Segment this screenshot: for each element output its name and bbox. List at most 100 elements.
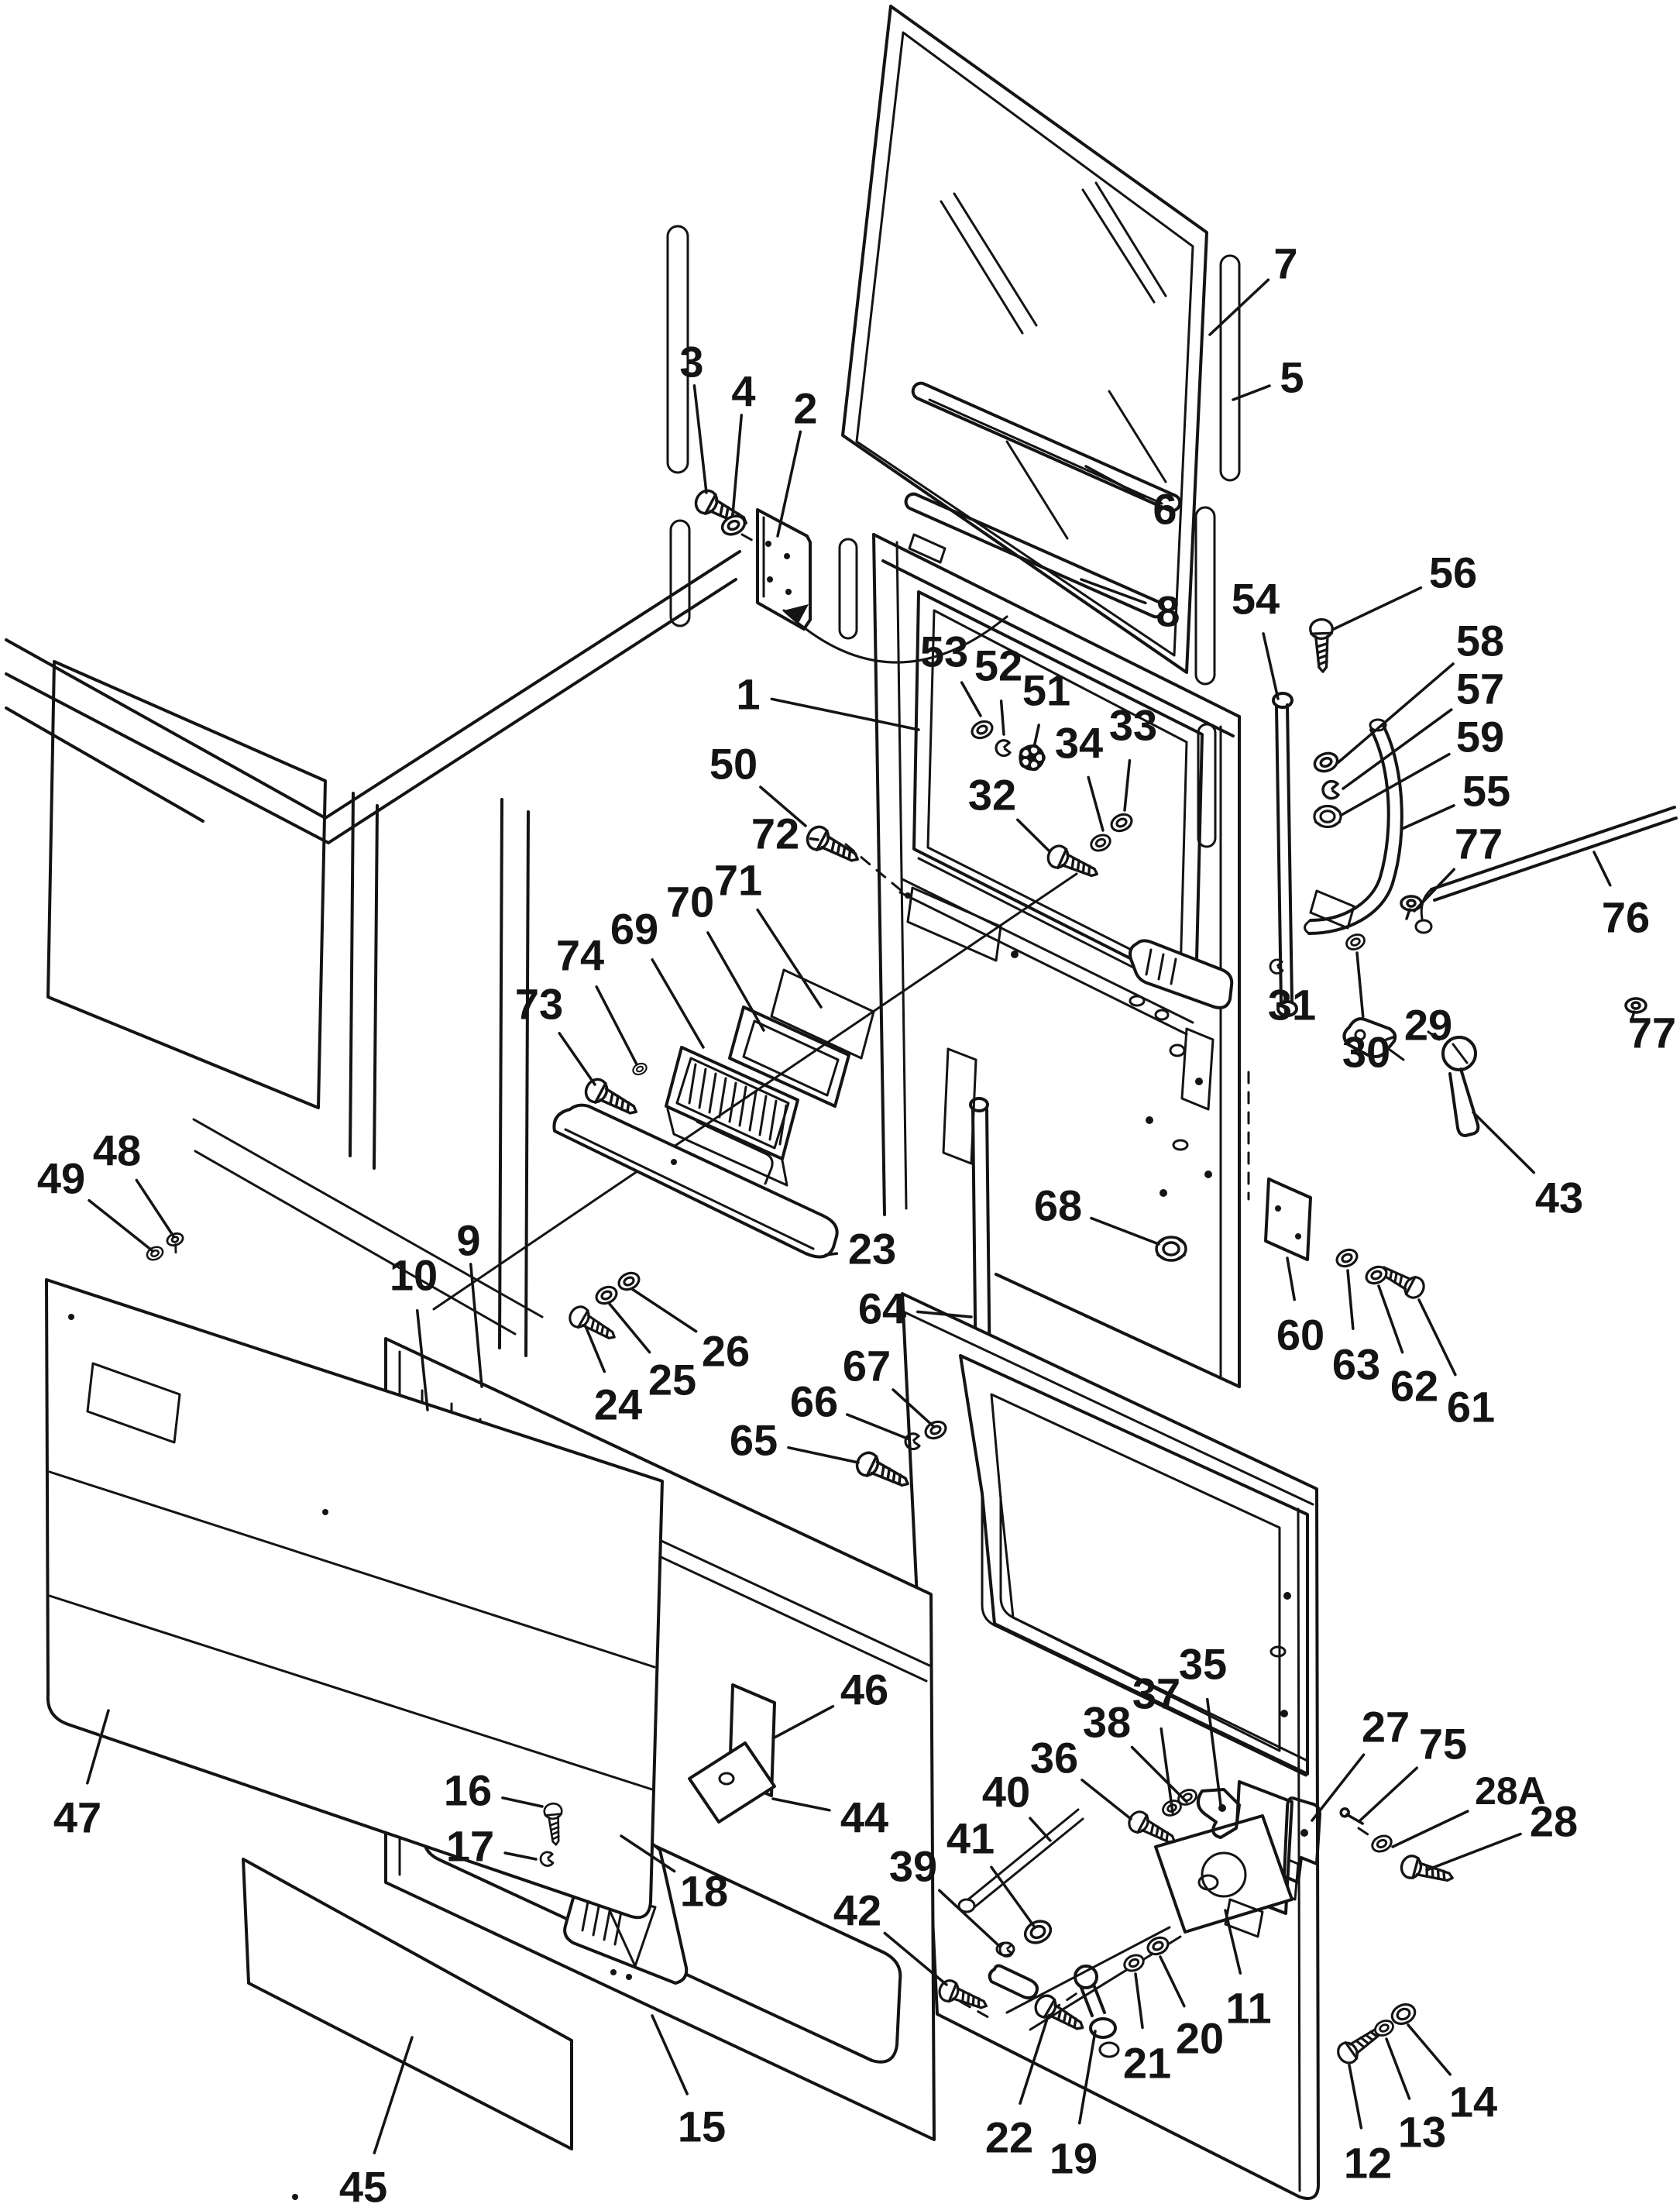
leader-line-23	[824, 1252, 839, 1256]
part-label-60: 60	[1276, 1311, 1324, 1360]
fastener-washer	[632, 1062, 648, 1076]
part-label-53: 53	[920, 627, 968, 676]
part-label-17: 17	[446, 1822, 494, 1871]
leader-line-7	[1208, 278, 1270, 336]
part-label-19: 19	[1050, 2134, 1098, 2183]
leader-line-73	[558, 1032, 596, 1086]
fastener-washer	[617, 1271, 641, 1291]
leader-line-42	[883, 1931, 948, 1986]
fastener-screw	[938, 1979, 988, 2009]
part-label-51: 51	[1022, 666, 1070, 715]
glass-run-channels	[666, 225, 1241, 848]
part-label-50: 50	[709, 740, 758, 789]
leader-line-47	[86, 1709, 110, 1785]
part-label-54: 54	[1232, 575, 1280, 624]
fastener-clip	[539, 1851, 555, 1867]
leader-line-28A	[1391, 1810, 1469, 1848]
cab-body	[5, 550, 741, 1357]
leader-line-21	[1134, 1972, 1144, 2030]
leader-line-12	[1348, 2064, 1363, 2130]
part-label-66: 66	[790, 1377, 838, 1426]
part-label-25: 25	[648, 1356, 696, 1404]
part-label-24: 24	[594, 1380, 642, 1429]
leader-line-13	[1385, 2037, 1411, 2100]
leader-line-25	[607, 1301, 651, 1354]
leader-line-32	[1016, 818, 1050, 852]
leader-line-72	[809, 837, 819, 841]
part-label-26: 26	[702, 1327, 750, 1376]
fastener-hexnut	[1155, 1236, 1187, 1262]
leader-line-30	[1355, 951, 1365, 1018]
fastener-clip	[1321, 779, 1340, 800]
part-label-3: 3	[679, 338, 703, 387]
leader-line-40	[1029, 1817, 1052, 1842]
leader-line-54	[1262, 632, 1280, 700]
part-label-27: 27	[1362, 1703, 1410, 1752]
fastener-washer	[1123, 1954, 1145, 1972]
part-label-30: 30	[1342, 1028, 1390, 1077]
leader-line-16	[501, 1796, 544, 1808]
part-label-21: 21	[1123, 2039, 1171, 2088]
fastener-washer	[1345, 933, 1366, 951]
part-label-70: 70	[666, 878, 714, 926]
part-label-28: 28	[1530, 1797, 1578, 1846]
leader-line-5	[1232, 384, 1271, 401]
fastener-washer	[1365, 1265, 1388, 1285]
leader-line-41	[990, 1865, 1036, 1929]
leader-line-60	[1286, 1256, 1296, 1301]
fastener-hexnut	[1313, 804, 1342, 829]
leader-line-49	[88, 1198, 153, 1252]
leader-line-64	[916, 1310, 973, 1318]
part-label-46: 46	[840, 1666, 888, 1714]
fastener-pin	[1339, 1807, 1364, 1825]
fastener-screw	[1128, 1810, 1176, 1844]
armrest	[552, 1103, 839, 1259]
leader-line-29	[1385, 1035, 1397, 1041]
leader-line-43	[1472, 1111, 1536, 1174]
part-label-8: 8	[1156, 587, 1180, 636]
part-label-11: 11	[1225, 1984, 1271, 2033]
fastener-washer	[1371, 1834, 1393, 1853]
door-handle-hardware	[1129, 692, 1678, 1137]
leader-line-22	[1019, 2017, 1049, 2105]
part-label-20: 20	[1176, 2014, 1224, 2063]
leader-line-65	[787, 1446, 860, 1464]
leader-line-46	[771, 1704, 835, 1740]
leader-line-62	[1377, 1284, 1404, 1354]
hinge-bracket	[740, 508, 1008, 664]
leader-line-19	[1077, 2030, 1097, 2125]
leader-line-14	[1407, 2023, 1452, 2076]
part-label-35: 35	[1179, 1640, 1227, 1689]
part-label-75: 75	[1419, 1720, 1467, 1769]
part-label-44: 44	[840, 1793, 888, 1842]
leader-line-20	[1159, 1955, 1186, 2008]
leader-line-45	[373, 2036, 414, 2155]
leader-line-52	[999, 700, 1005, 736]
leader-line-24	[584, 1325, 606, 1373]
part-label-61: 61	[1447, 1383, 1495, 1432]
leader-line-4	[731, 414, 744, 516]
leader-line-56	[1332, 586, 1423, 631]
leader-line-37	[1160, 1727, 1174, 1814]
fastener-screw	[584, 1078, 637, 1115]
fastener-washer	[595, 1285, 618, 1305]
leader-line-35	[1206, 1697, 1222, 1807]
part-label-58: 58	[1456, 617, 1504, 665]
leader-line-15	[651, 2014, 689, 2095]
part-label-59: 59	[1456, 713, 1504, 761]
leader-line-10	[415, 1309, 429, 1411]
leader-line-8	[1080, 578, 1147, 605]
leader-line-51	[1033, 724, 1040, 745]
part-label-48: 48	[93, 1126, 141, 1175]
part-label-31: 31	[1268, 981, 1316, 1030]
fastener-washer	[1313, 751, 1339, 773]
part-label-15: 15	[678, 2102, 726, 2151]
part-label-39: 39	[889, 1842, 937, 1891]
diagram-artwork	[5, 5, 1678, 2200]
fastener-screw	[1034, 1994, 1084, 2030]
part-label-9: 9	[456, 1216, 480, 1265]
part-label-28A: 28A	[1475, 1769, 1546, 1813]
part-label-56: 56	[1429, 548, 1477, 597]
